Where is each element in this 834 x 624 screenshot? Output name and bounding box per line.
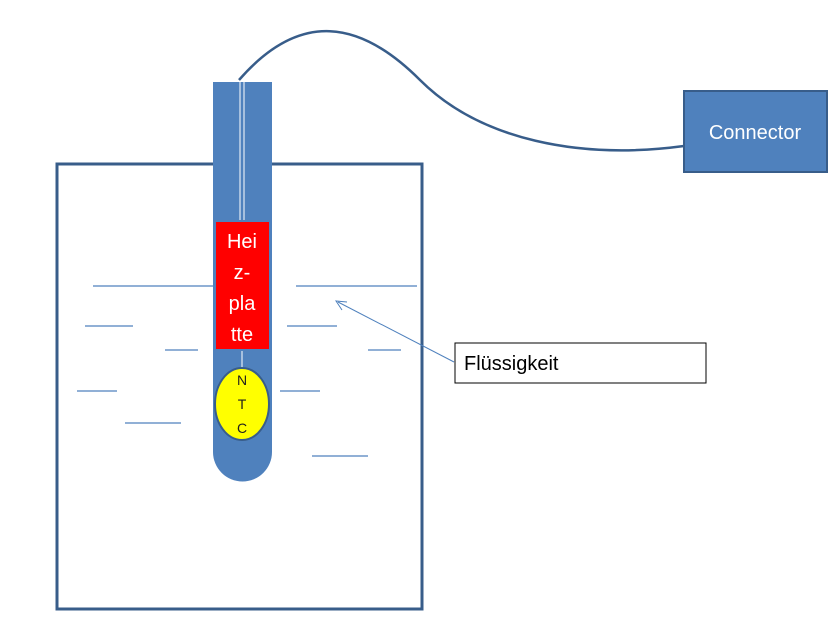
heating-plate-label: pla <box>229 293 257 315</box>
ntc-sensor <box>214 367 270 441</box>
heating-plate-label: z- <box>234 262 251 284</box>
heating-plate <box>214 220 271 351</box>
arrowhead-icon <box>335 300 348 311</box>
callout-arrow <box>337 301 455 363</box>
heating-plate-label: tte <box>231 324 253 346</box>
liquid-label: Flüssigkeit <box>464 353 559 375</box>
ntc-label: N <box>237 372 247 388</box>
connector-label: Connector <box>709 122 802 144</box>
liquid-lines <box>77 285 417 457</box>
liquid-label-box <box>454 342 707 384</box>
connector-box <box>683 90 828 173</box>
connector-cable <box>238 30 685 152</box>
ntc-label: T <box>238 396 247 412</box>
ntc-label: C <box>237 420 247 436</box>
heating-plate-label: Hei <box>227 231 257 253</box>
